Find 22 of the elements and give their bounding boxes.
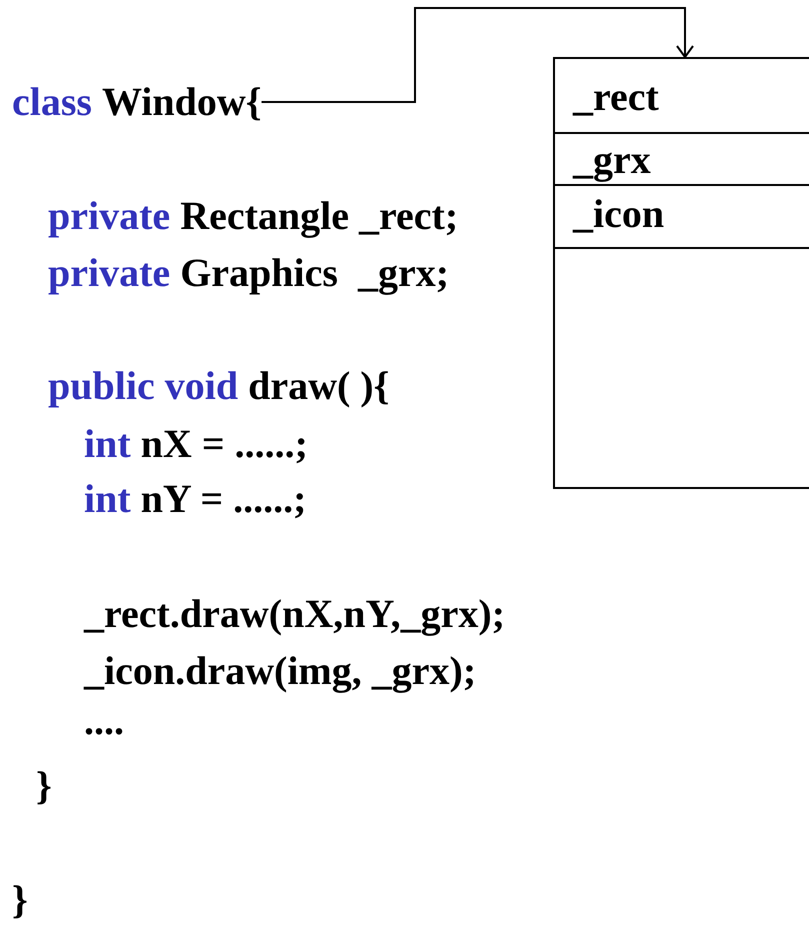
code-text: class	[12, 78, 92, 126]
code-text: private	[48, 192, 170, 240]
code-text: nX = ......;	[140, 420, 308, 468]
code-text: }	[12, 876, 28, 924]
code-text: private	[48, 249, 170, 297]
code-text: draw( ){	[248, 362, 390, 410]
field-row: _icon	[555, 186, 809, 249]
code-text: Rectangle _rect;	[180, 192, 458, 240]
code-text: int	[84, 475, 131, 523]
code-text: ....	[84, 697, 124, 745]
code-text: _icon.draw(img, _grx);	[84, 647, 476, 695]
object-box	[553, 57, 809, 489]
code-text: Window{	[102, 78, 262, 126]
code-text: }	[36, 762, 52, 810]
code-text: _rect.draw(nX,nY,_grx);	[84, 590, 506, 638]
code-text: int	[84, 420, 131, 468]
field-row: _rect	[555, 59, 809, 134]
field-row: _grx	[555, 134, 809, 186]
code-text: Graphics _grx;	[180, 249, 450, 297]
code-text: public void	[48, 362, 238, 410]
arrow	[262, 7, 694, 103]
code-text: nY = ......;	[140, 475, 306, 523]
